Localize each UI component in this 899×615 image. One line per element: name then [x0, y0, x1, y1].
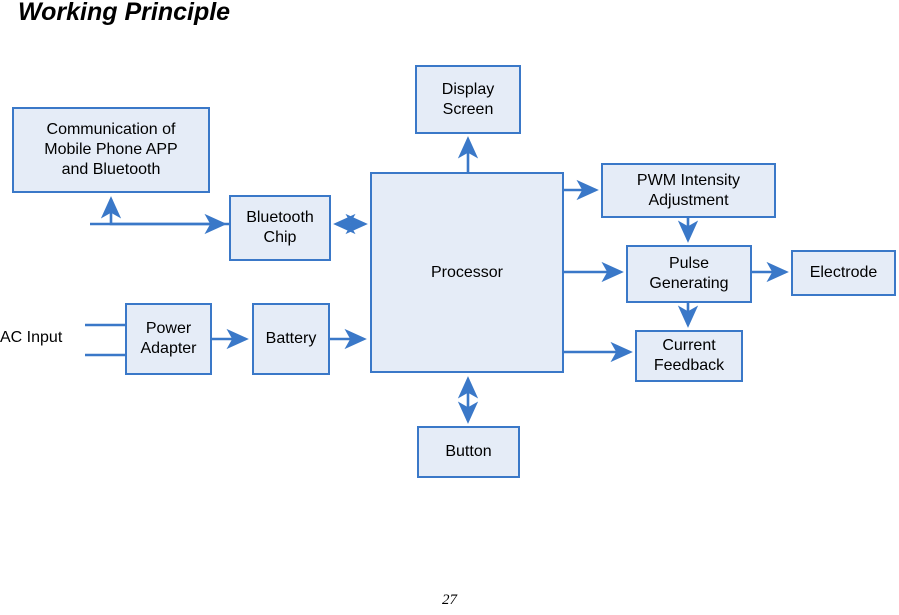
node-pwm-intensity-adjustment[interactable]: PWM Intensity Adjustment: [601, 163, 776, 218]
page-number: 27: [442, 592, 457, 608]
edge-bluetooth-to-communication: [100, 196, 229, 226]
node-power-adapter[interactable]: Power Adapter: [125, 303, 212, 375]
page-title: Working Principle: [18, 0, 231, 26]
node-processor[interactable]: Processor: [370, 172, 564, 373]
node-pulse-generating[interactable]: Pulse Generating: [626, 245, 752, 303]
node-current-feedback[interactable]: Current Feedback: [635, 330, 743, 382]
node-communication-of-mobile-phone-app-and-bluetooth[interactable]: Communication of Mobile Phone APP and Bl…: [12, 107, 210, 193]
node-bluetooth-chip[interactable]: Bluetooth Chip: [229, 195, 331, 261]
label-ac-input: AC Input: [0, 329, 63, 346]
node-battery[interactable]: Battery: [252, 303, 330, 375]
node-electrode[interactable]: Electrode: [791, 250, 896, 296]
node-display-screen[interactable]: Display Screen: [415, 65, 521, 134]
node-button[interactable]: Button: [417, 426, 520, 478]
working-principle-block-diagram: Communication of Mobile Phone APP and Bl…: [0, 65, 896, 478]
